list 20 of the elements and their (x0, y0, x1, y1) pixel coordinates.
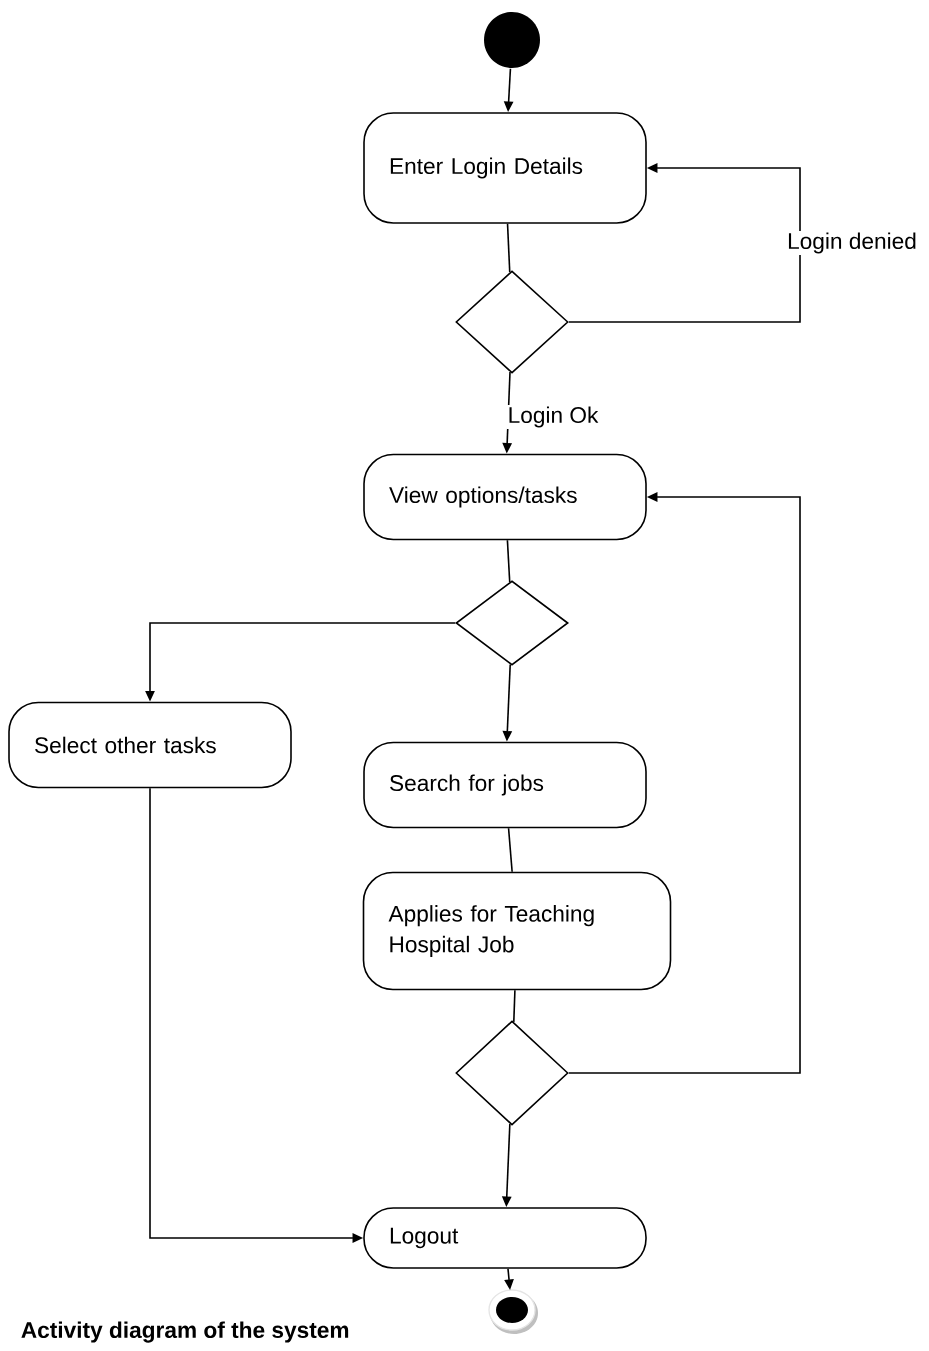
end-node (488, 1289, 538, 1334)
caption: Activity diagram of the system (21, 1321, 349, 1343)
activity-box: View options/tasks (363, 453, 647, 541)
activity-box: Applies for Teaching Hospital Job (362, 871, 672, 991)
decision-diamond (455, 270, 569, 374)
activity-box: Enter Login Details (363, 112, 647, 224)
connector-line (506, 539, 511, 583)
connector-line (507, 827, 513, 873)
activity-box: Search for jobs (363, 741, 647, 829)
connector-line (513, 989, 516, 1023)
arrow (568, 492, 801, 1074)
edge-label: Login denied (785, 231, 919, 255)
arrow (568, 163, 801, 323)
start-node (484, 12, 540, 68)
decision-diamond (455, 1020, 569, 1126)
decision-diamond (455, 580, 569, 666)
connector-line (506, 223, 511, 274)
activity-box: Select other tasks (8, 701, 292, 789)
edge-label: Login Ok (506, 405, 600, 429)
activity-box: Logout (363, 1207, 647, 1269)
